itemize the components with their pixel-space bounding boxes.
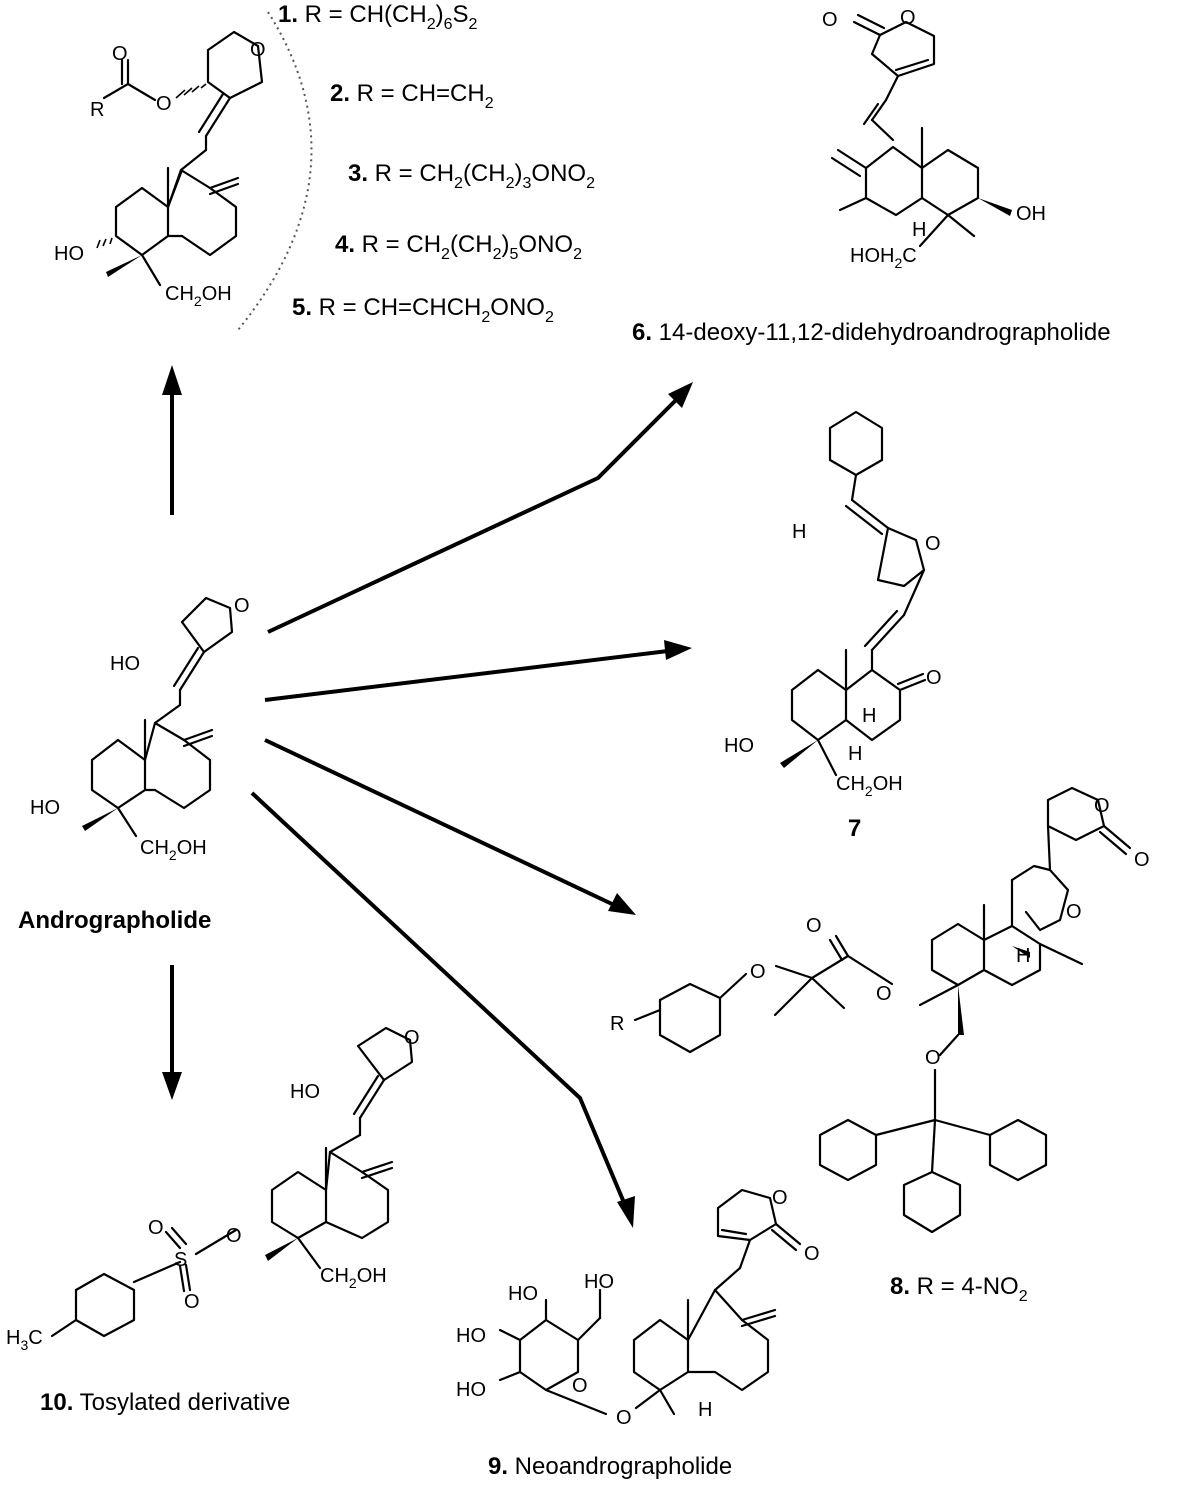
derivative-5-label: 5. R = CH=CHCH2ONO2 xyxy=(292,294,554,326)
ring-oxygen-label: O xyxy=(234,595,250,617)
derivative-1-label: 1. R = CH(CH2)6S2 xyxy=(278,1,478,33)
ester-oxygen-label: O xyxy=(156,93,172,115)
carbonyl-oxygen-label: O xyxy=(1134,849,1150,871)
wedge-bond xyxy=(1012,946,1030,958)
ring-oxygen-label: O xyxy=(572,1375,588,1397)
compound-7-structure: H O O H H HO CH2OH xyxy=(724,410,942,799)
arrow-to-7 xyxy=(264,649,669,702)
compound-6-structure: O O OH H HOH2C xyxy=(822,7,1046,271)
carbonyl-oxygen-label: O xyxy=(112,43,128,65)
arrowhead-down xyxy=(162,1072,182,1100)
derivative-3-label: 3. R = CH2(CH2)3ONO2 xyxy=(348,160,595,192)
ch2oh-label: CH2OH xyxy=(320,1265,387,1291)
sulfonyl-oxygen-label: O xyxy=(148,1217,164,1239)
hashed-bond xyxy=(175,83,207,99)
hydroxyl-label: HO xyxy=(290,1081,320,1103)
sulfonyl-oxygen-label: O xyxy=(184,1291,200,1313)
compound-8-structure: O O O H O O O O R xyxy=(610,786,1150,1234)
hydroxyl-label: HO xyxy=(508,1283,538,1305)
hydroxyl-label: HO xyxy=(30,797,60,819)
sulfonate-oxygen-label: O xyxy=(226,1225,242,1247)
derivative-2-label: 2. R = CH=CH2 xyxy=(330,80,494,112)
arrowhead-to-6 xyxy=(668,382,693,408)
compound-10-structure: O HO O S O O CH2OH H3C xyxy=(6,1026,420,1353)
ring-oxygen-label: O xyxy=(925,533,941,555)
arrow-to-6 xyxy=(267,397,679,634)
methyl-label: H3C xyxy=(6,1327,43,1353)
compound-7-caption: 7 xyxy=(848,815,861,842)
reaction-arrows xyxy=(162,365,693,1228)
andrographolide-caption: Andrographolide xyxy=(18,907,211,934)
ch2oh-label: CH2OH xyxy=(165,283,232,309)
compound-9-structure: O O O O H HO HO HO HO xyxy=(456,1187,820,1429)
wedge-bond xyxy=(106,255,142,277)
compound-6-caption: 6. 14-deoxy-11,12-didehydroandrographoli… xyxy=(632,319,1111,346)
wedge-bond xyxy=(265,1238,298,1261)
hydrogen-label: H xyxy=(1016,945,1030,967)
ring-oxygen-label: O xyxy=(1094,795,1110,817)
hydroxyl-label: OH xyxy=(1016,203,1046,225)
arrow-to-9 xyxy=(250,791,627,1206)
hydroxyl-label: HO xyxy=(54,243,84,265)
hashed-bond xyxy=(96,237,113,249)
arrowhead-to-7 xyxy=(664,640,692,660)
ring-oxygen-label: O xyxy=(900,7,916,29)
ether-oxygen-label: O xyxy=(750,961,766,983)
arrow-to-8 xyxy=(264,738,613,906)
wedge-bond xyxy=(978,198,1012,216)
hydroxyl-label: HO xyxy=(584,1271,614,1293)
wedge-bond xyxy=(958,985,964,1035)
ring-oxygen-label: O xyxy=(1066,901,1082,923)
compound-10-caption: 10. Tosylated derivative xyxy=(40,1389,290,1416)
compound-9-caption: 9. Neoandrographolide xyxy=(488,1453,732,1480)
hydrogen-label: H xyxy=(912,219,926,241)
glycoside-oxygen-label: O xyxy=(616,1407,632,1429)
hydroxyl-label: HO xyxy=(724,735,754,757)
derivatives-1-5-structure: O O O R HO CH2OH xyxy=(54,30,266,309)
arrowhead-to-9 xyxy=(617,1196,635,1228)
arrowhead-up xyxy=(162,365,182,395)
hydroxyl-label: HO xyxy=(456,1325,486,1347)
r-group-list: 1. R = CH(CH2)6S2 2. R = CH=CH2 3. R = C… xyxy=(278,1,595,326)
hydrogen-label: H xyxy=(792,521,806,543)
wedge-bond xyxy=(82,808,118,831)
r-group-label: R xyxy=(90,99,104,121)
sulfur-label: S xyxy=(174,1249,187,1271)
hydroxyl-label: HO xyxy=(456,1379,486,1401)
hydroxyl-label: HO xyxy=(110,653,140,675)
r-group-label: R xyxy=(610,1013,624,1035)
ch2oh-label: CH2OH xyxy=(836,773,903,799)
hydrogen-label: H xyxy=(848,743,862,765)
ester-oxygen-label: O xyxy=(876,983,892,1005)
andrographolide-structure: O HO HO CH2OH xyxy=(30,595,250,863)
ketone-oxygen-label: O xyxy=(926,667,942,689)
hydrogen-label: H xyxy=(862,705,876,727)
derivative-4-label: 4. R = CH2(CH2)5ONO2 xyxy=(335,231,582,263)
hydrogen-label: H xyxy=(698,1399,712,1421)
arrowhead-to-8 xyxy=(608,893,636,915)
compound-8-caption: 8. R = 4-NO2 xyxy=(890,1273,1028,1305)
carbonyl-oxygen-label: O xyxy=(822,9,838,31)
hoh2c-label: HOH2C xyxy=(850,245,917,271)
ring-oxygen-label: O xyxy=(404,1027,420,1049)
carbonyl-oxygen-label: O xyxy=(806,915,822,937)
ring-oxygen-label: O xyxy=(772,1187,788,1209)
wedge-bond xyxy=(780,740,818,768)
ring-oxygen-label: O xyxy=(250,39,266,61)
ch2oh-label: CH2OH xyxy=(140,837,207,863)
ether-oxygen-label: O xyxy=(925,1047,941,1069)
carbonyl-oxygen-label: O xyxy=(804,1243,820,1265)
